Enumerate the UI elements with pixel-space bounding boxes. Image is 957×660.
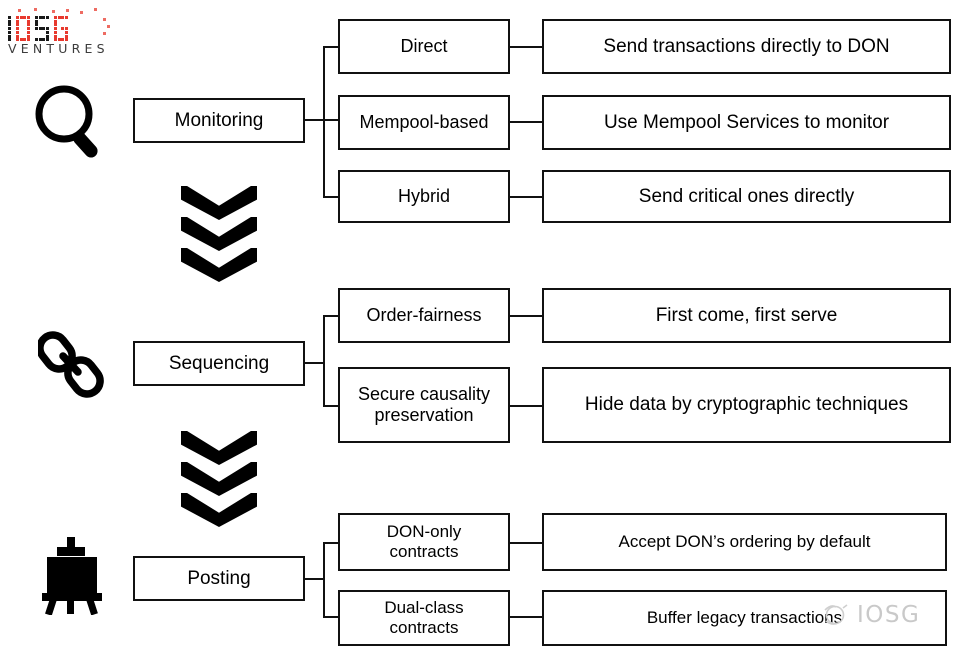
branch-box-order-fairness[interactable]: Order-fairness <box>338 288 510 343</box>
detail-box-don-only[interactable]: Accept DON’s ordering by default <box>542 513 947 571</box>
connector-order-fairness-detail <box>508 315 544 318</box>
detail-box-secure-causality[interactable]: Hide data by cryptographic techniques <box>542 367 951 443</box>
branch-box-hybrid[interactable]: Hybrid <box>338 170 510 223</box>
connector-don-only-detail <box>508 542 544 545</box>
connector-sequencing-to-order-fairness <box>323 315 340 318</box>
detail-box-mempool-based[interactable]: Use Mempool Services to monitor <box>542 95 951 150</box>
easel-icon <box>36 535 108 620</box>
connector-sequencing-to-secure-causality <box>323 405 340 408</box>
connector-sequencing-bus <box>323 315 326 407</box>
connector-monitoring-bus <box>323 46 326 198</box>
connector-mempool-detail <box>508 121 544 124</box>
connector-monitoring-to-hybrid <box>323 196 340 199</box>
connector-sequencing-trunk <box>303 362 325 365</box>
stage-box-monitoring[interactable]: Monitoring <box>133 98 305 143</box>
detail-box-dual-class[interactable]: Buffer legacy transactions <box>542 590 947 646</box>
connector-secure-causality-detail <box>508 405 544 408</box>
triple-chevron-down-icon-1 <box>181 186 257 282</box>
connector-monitoring-to-mempool <box>323 119 340 122</box>
magnifier-icon <box>32 82 110 167</box>
logo-subtitle: VENTURES <box>8 41 109 56</box>
iosg-ventures-logo: VENTURES <box>8 8 128 64</box>
branch-box-mempool-based[interactable]: Mempool-based <box>338 95 510 150</box>
connector-posting-trunk <box>303 578 325 581</box>
chain-link-icon <box>36 330 104 405</box>
connector-monitoring-trunk <box>303 119 325 122</box>
detail-box-direct[interactable]: Send transactions directly to DON <box>542 19 951 74</box>
connector-direct-detail <box>508 46 544 49</box>
connector-posting-bus <box>323 542 326 618</box>
connector-hybrid-detail <box>508 196 544 199</box>
stage-box-sequencing[interactable]: Sequencing <box>133 341 305 386</box>
connector-posting-to-don-only <box>323 542 340 545</box>
triple-chevron-down-icon-2 <box>181 431 257 527</box>
detail-box-hybrid[interactable]: Send critical ones directly <box>542 170 951 223</box>
iosg-logo-mark <box>8 8 114 42</box>
branch-box-direct[interactable]: Direct <box>338 19 510 74</box>
detail-box-order-fairness[interactable]: First come, first serve <box>542 288 951 343</box>
stage-box-posting[interactable]: Posting <box>133 556 305 601</box>
connector-dual-class-detail <box>508 616 544 619</box>
connector-monitoring-to-direct <box>323 46 340 49</box>
connector-posting-to-dual-class <box>323 616 340 619</box>
